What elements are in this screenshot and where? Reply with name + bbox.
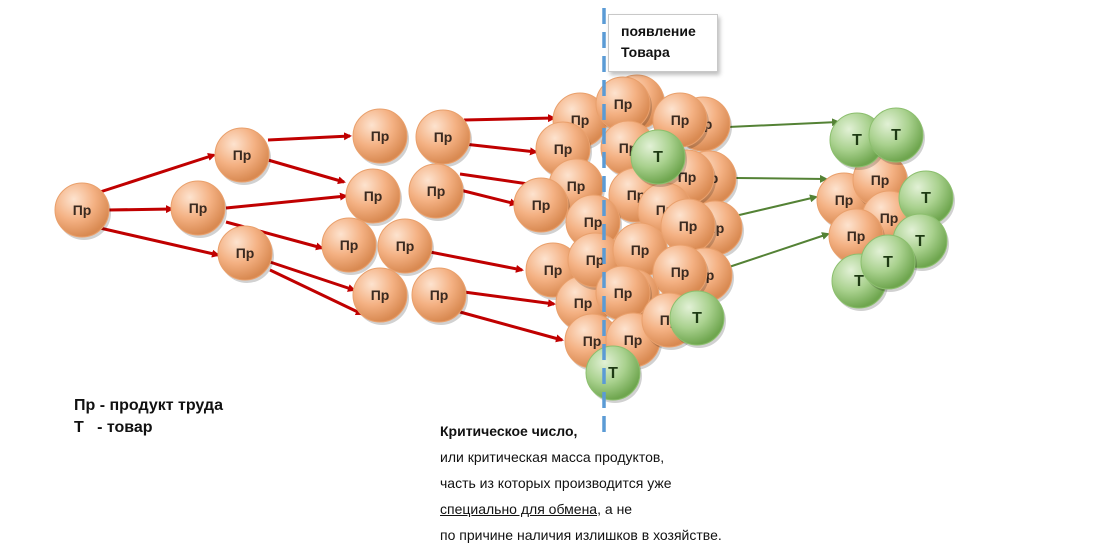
product-node-33: Пр <box>660 198 717 256</box>
commodity-node-48: Т <box>868 107 925 165</box>
red-arrow-4 <box>267 132 352 142</box>
legend-commodity: Т - товар <box>74 419 153 436</box>
node-label: Пр <box>583 333 602 349</box>
red-arrow-5 <box>267 158 346 185</box>
node-label: Пр <box>584 214 603 230</box>
legend: Пр - продукт труда Т - товар <box>74 395 223 439</box>
product-node-8: Пр <box>377 218 434 276</box>
node-label: Пр <box>571 112 590 128</box>
product-node-12: Пр <box>411 267 468 325</box>
node-label: Т <box>854 273 864 290</box>
node-label: Т <box>915 233 925 250</box>
node-label: Пр <box>586 252 605 268</box>
node-label: Т <box>692 310 702 327</box>
red-arrow-3 <box>99 226 220 258</box>
node-label: Пр <box>624 332 643 348</box>
red-arrow-9 <box>269 268 364 316</box>
node-label: Пр <box>678 169 697 185</box>
product-node-21: Пр <box>595 76 652 134</box>
node-label: Пр <box>427 183 446 199</box>
red-arrow-16 <box>459 310 564 343</box>
product-node-7: Пр <box>321 217 378 275</box>
caption-line-3: специально для обмена, а не <box>440 496 722 522</box>
node-label: Пр <box>544 262 563 278</box>
product-node-3: Пр <box>170 180 227 238</box>
node-label: Т <box>883 254 893 271</box>
node-label: Пр <box>430 287 449 303</box>
node-label: Пр <box>364 188 383 204</box>
red-arrow-15 <box>463 290 556 308</box>
commodity-node-52: Т <box>860 234 917 292</box>
green-arrow-18 <box>735 174 828 183</box>
node-label: Пр <box>73 202 92 218</box>
red-arrow-13 <box>459 188 518 207</box>
node-label: Пр <box>614 96 633 112</box>
node-label: Т <box>852 132 862 149</box>
node-label: Пр <box>233 147 252 163</box>
product-node-11: Пр <box>408 163 465 221</box>
node-label: Пр <box>671 264 690 280</box>
red-arrow-6 <box>225 192 348 210</box>
caption-line-2: часть из которых производится уже <box>440 475 672 491</box>
caption: Критическое число, или критическая масса… <box>440 418 722 548</box>
caption-line-1: или критическая масса продуктов, <box>440 449 665 465</box>
caption-title: Критическое число, <box>440 423 578 439</box>
node-label: Пр <box>532 197 551 213</box>
node-label: Т <box>608 365 618 382</box>
node-label: Пр <box>340 237 359 253</box>
commodity-node-42: Т <box>585 345 642 403</box>
node-label: Т <box>891 127 901 144</box>
node-label: Пр <box>189 200 208 216</box>
node-label: Пр <box>434 129 453 145</box>
node-label: Пр <box>835 192 854 208</box>
caption-underlined: специально для обмена, <box>440 501 601 517</box>
node-label: Пр <box>371 128 390 144</box>
caption-line-4: по причине наличия излишков в хозяйстве. <box>440 527 722 543</box>
commodity-node-40: Т <box>669 290 726 348</box>
product-node-16: Пр <box>513 177 570 235</box>
legend-product: Пр - продукт труда <box>74 397 223 414</box>
callout-line-1: появление <box>621 23 696 39</box>
product-node-35: Пр <box>652 244 709 302</box>
product-node-2: Пр <box>214 127 271 185</box>
product-node-4: Пр <box>217 225 274 283</box>
product-node-1: Пр <box>54 182 111 240</box>
node-label: Пр <box>371 287 390 303</box>
green-arrow-17 <box>727 118 840 128</box>
node-label: Пр <box>679 218 698 234</box>
callout-line-2: Товара <box>621 44 670 60</box>
product-node-9: Пр <box>352 267 409 325</box>
red-arrow-8 <box>269 260 356 292</box>
node-label: Пр <box>396 238 415 254</box>
node-label: Т <box>653 149 663 166</box>
node-label: Пр <box>847 228 866 244</box>
node-label: Пр <box>236 245 255 261</box>
product-node-37: Пр <box>595 265 652 323</box>
node-label: Пр <box>880 210 899 226</box>
node-label: Пр <box>631 242 650 258</box>
red-arrow-2 <box>107 205 174 214</box>
product-node-5: Пр <box>352 108 409 166</box>
node-label: Пр <box>671 112 690 128</box>
node-label: Пр <box>574 295 593 311</box>
product-node-10: Пр <box>415 109 472 167</box>
node-label: Т <box>921 190 931 207</box>
node-label: Пр <box>554 141 573 157</box>
node-label: Пр <box>871 172 890 188</box>
callout-box: появление Товара <box>608 14 718 72</box>
red-arrow-11 <box>463 142 538 156</box>
red-arrow-14 <box>429 250 524 273</box>
node-label: Пр <box>614 285 633 301</box>
node-label: Пр <box>567 178 586 194</box>
caption-line-3-rest: а не <box>601 501 633 517</box>
red-arrow-1 <box>99 153 216 194</box>
red-arrow-10 <box>463 114 556 123</box>
commodity-node-41: Т <box>630 129 687 187</box>
product-node-6: Пр <box>345 168 402 226</box>
green-arrow-20 <box>713 232 830 273</box>
